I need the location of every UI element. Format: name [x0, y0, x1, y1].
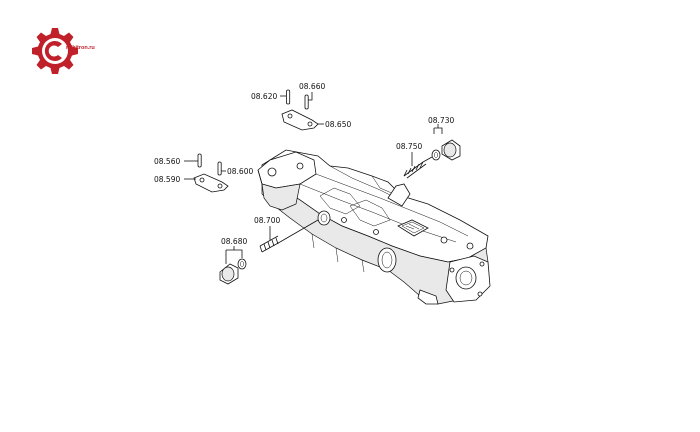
pin-08-600 — [217, 161, 222, 176]
spring-08-750 — [403, 161, 427, 179]
plate-08-650 — [281, 109, 319, 131]
callout-08-590: 08.590 — [154, 175, 180, 184]
pin-08-660 — [304, 94, 309, 110]
callout-08-680: 08.680 — [221, 237, 247, 246]
callout-08-730: 08.730 — [428, 116, 454, 125]
callout-08-700: 08.700 — [254, 216, 280, 225]
gear-icon — [32, 28, 78, 74]
callout-08-560: 08.560 — [154, 157, 180, 166]
valve-housing — [257, 149, 491, 305]
callout-08-650: 08.650 — [325, 120, 351, 129]
spring-08-700 — [259, 235, 281, 253]
washer-08-680 — [237, 258, 247, 270]
plug-08-680 — [219, 263, 239, 285]
logo-text: mikitron.ru — [66, 45, 95, 51]
plate-08-590 — [193, 173, 229, 193]
pin-08-620 — [286, 89, 291, 105]
callout-08-620: 08.620 — [251, 92, 277, 101]
callout-08-600: 08.600 — [227, 167, 253, 176]
callout-08-750: 08.750 — [396, 142, 422, 151]
company-logo: mikitron.ru — [32, 28, 95, 74]
plug-08-730 — [441, 139, 461, 161]
callout-labels: 08.620 08.660 08.650 08.560 08.590 08.60… — [154, 82, 454, 246]
callout-08-660: 08.660 — [299, 82, 325, 91]
leader-lines — [184, 92, 443, 264]
pin-08-560 — [197, 153, 202, 168]
washer-08-730 — [431, 149, 441, 161]
